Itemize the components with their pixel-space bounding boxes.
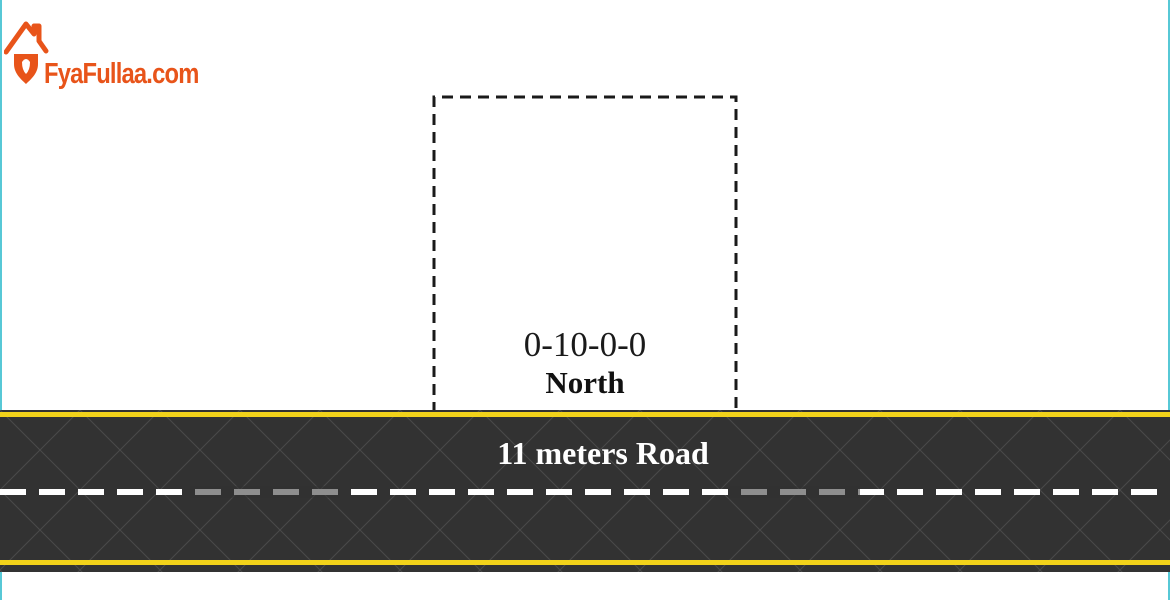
road: 11 meters Road <box>0 410 1170 572</box>
logo-text: FyaFullaa.com <box>44 58 199 90</box>
road-label: 11 meters Road <box>497 435 709 471</box>
site-logo: FyaFullaa.com <box>4 18 244 90</box>
road-edge-line-bottom <box>0 560 1170 565</box>
road-edge-line-top <box>0 412 1170 417</box>
frame-edge-right <box>1168 0 1170 600</box>
road-markings <box>0 410 1170 572</box>
frame-edge-left <box>0 0 2 600</box>
land-plot: 0-10-0-0 North <box>431 95 739 415</box>
house-pin-icon <box>4 21 49 84</box>
plot-boundary <box>432 95 738 413</box>
plot-area-label: 0-10-0-0 <box>523 325 647 364</box>
plot-facing-label: North <box>545 365 625 400</box>
